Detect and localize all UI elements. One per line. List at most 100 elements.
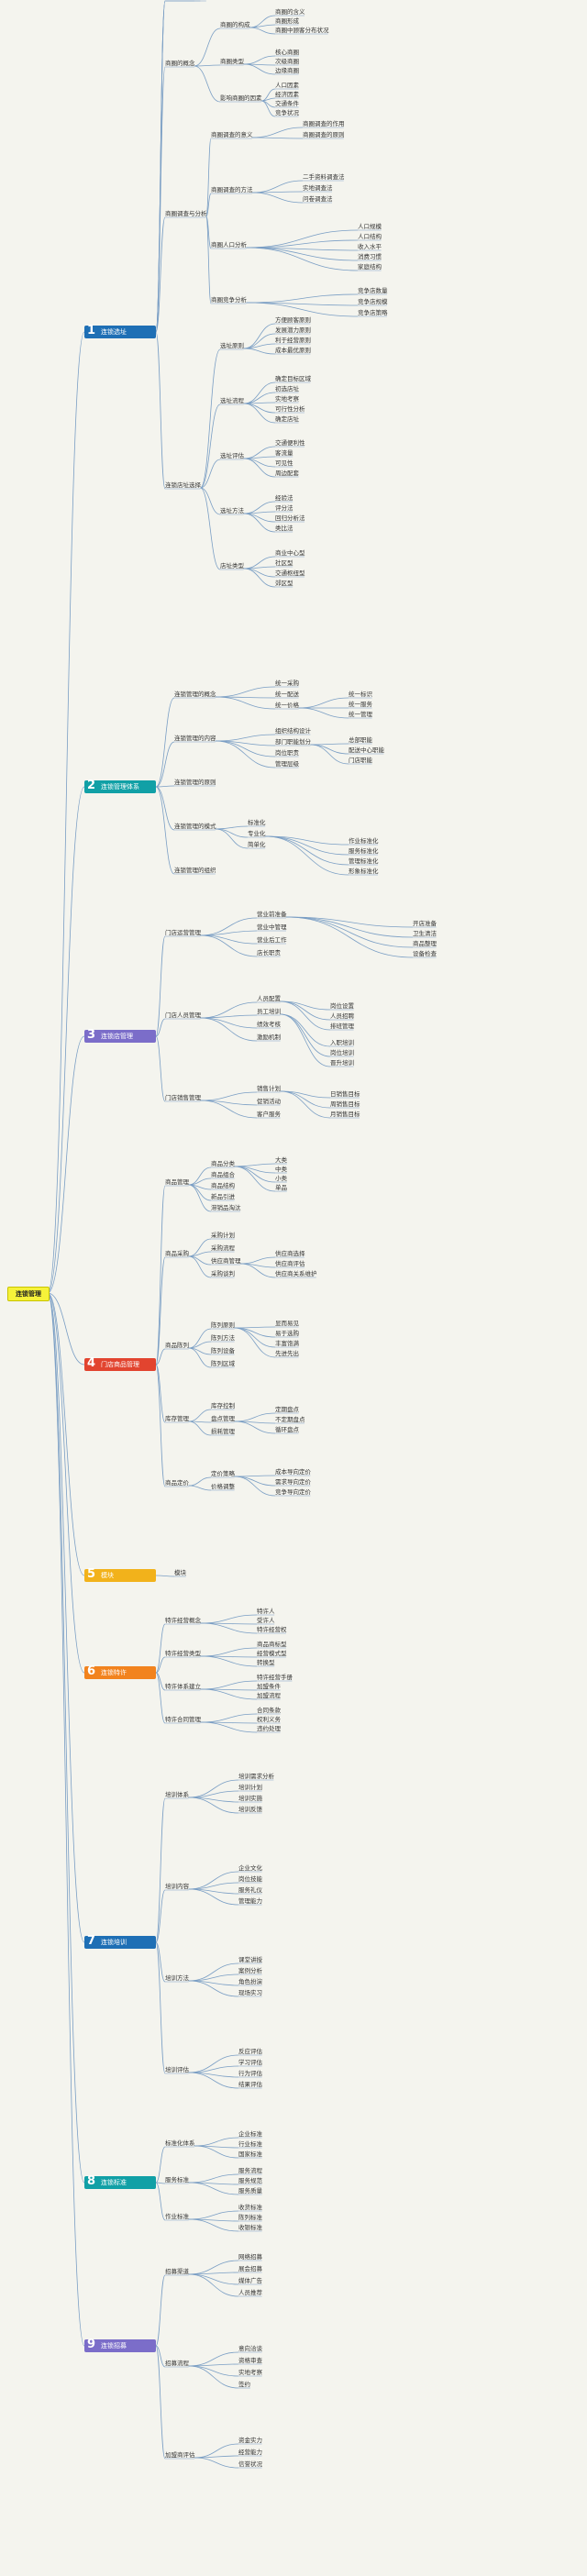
topic-node[interactable]: 陈列区域 bbox=[211, 1360, 235, 1367]
level2-node[interactable]: 连锁管理的组织 bbox=[174, 867, 216, 874]
leaf-node[interactable]: 确定店址 bbox=[275, 415, 299, 423]
level2-node[interactable]: 门店人员管理 bbox=[165, 1012, 201, 1019]
topic-node[interactable]: 陈列设备 bbox=[211, 1347, 235, 1354]
level2-node[interactable]: 连锁店址选择 bbox=[165, 481, 201, 489]
topic-node[interactable]: 采购谈判 bbox=[211, 1270, 235, 1277]
level2-node[interactable]: 招募渠道 bbox=[165, 2268, 189, 2275]
level2-node[interactable]: 培训方法 bbox=[165, 1974, 189, 1982]
topic-node[interactable]: 激励机制 bbox=[257, 1034, 281, 1041]
leaf-node[interactable]: 社区型 bbox=[275, 559, 294, 567]
leaf-node[interactable]: 管理能力 bbox=[238, 1897, 262, 1905]
leaf-node[interactable]: 服务流程 bbox=[238, 2167, 262, 2174]
topic-node[interactable]: 新品引进 bbox=[211, 1193, 235, 1200]
leaf-node[interactable]: 培训实施 bbox=[238, 1795, 262, 1802]
topic-node[interactable]: 商品分类 bbox=[211, 1160, 235, 1167]
leaf-node[interactable]: 特许经营手册 bbox=[257, 1674, 293, 1681]
topic-node[interactable]: 营业中管理 bbox=[257, 923, 287, 931]
leaf-node[interactable]: 晋升培训 bbox=[330, 1059, 354, 1067]
leaf-node[interactable]: 人口因素 bbox=[275, 82, 299, 89]
topic-node[interactable]: 供应商管理 bbox=[211, 1257, 241, 1265]
leaf-node[interactable]: 加盟条件 bbox=[257, 1683, 281, 1690]
leaf-node[interactable]: 供应商选择 bbox=[275, 1250, 305, 1257]
leaf-node[interactable]: 资金实力 bbox=[238, 2437, 262, 2444]
leaf-node[interactable]: 可行性分析 bbox=[275, 405, 305, 413]
leaf-node[interactable]: 先进先出 bbox=[275, 1350, 299, 1357]
leaf-node[interactable]: 需求导向定价 bbox=[275, 1478, 311, 1486]
topic-node[interactable]: 店长职责 bbox=[257, 949, 281, 956]
leaf-node[interactable]: 岗位设置 bbox=[330, 1002, 354, 1010]
leaf-node[interactable]: 丰富饱满 bbox=[275, 1340, 299, 1347]
leaf-node[interactable]: 企业标准 bbox=[238, 2130, 262, 2138]
topic-node[interactable]: 影响商圈的因素 bbox=[220, 94, 262, 102]
leaf-node[interactable]: 服务礼仪 bbox=[238, 1886, 262, 1894]
leaf-node[interactable]: 竞争店规模 bbox=[358, 298, 388, 305]
leaf-node[interactable]: 经营能力 bbox=[238, 2449, 262, 2456]
level2-node[interactable]: 连锁管理的原则 bbox=[174, 779, 216, 786]
leaf-node[interactable]: 可见性 bbox=[275, 459, 294, 467]
leaf-node[interactable]: 培训计划 bbox=[238, 1784, 262, 1791]
leaf-node[interactable]: 管理标准化 bbox=[349, 857, 379, 865]
leaf-node[interactable]: 实地调查法 bbox=[303, 184, 333, 192]
level2-node[interactable]: 特许合同管理 bbox=[165, 1716, 201, 1723]
topic-node[interactable]: 盘点管理 bbox=[211, 1415, 235, 1422]
leaf-node[interactable]: 统一标识 bbox=[349, 691, 372, 698]
leaf-node[interactable]: 实地考察 bbox=[238, 2369, 262, 2376]
leaf-node[interactable]: 服务规范 bbox=[238, 2177, 262, 2184]
leaf-node[interactable]: 交通便利性 bbox=[275, 439, 305, 447]
topic-node[interactable]: 陈列方法 bbox=[211, 1334, 235, 1342]
leaf-node[interactable]: 中类 bbox=[275, 1166, 287, 1173]
leaf-node[interactable]: 设备检查 bbox=[413, 950, 437, 957]
topic-node[interactable]: 组织结构设计 bbox=[275, 727, 311, 735]
level2-node[interactable]: 标准化体系 bbox=[165, 2139, 195, 2147]
leaf-node[interactable]: 意向洽谈 bbox=[238, 2345, 262, 2352]
root-node[interactable]: 连锁管理 bbox=[7, 1287, 50, 1301]
leaf-node[interactable]: 商业中心型 bbox=[275, 549, 305, 557]
leaf-node[interactable]: 竞争状况 bbox=[275, 109, 299, 116]
level2-node[interactable]: 培训评估 bbox=[165, 2066, 189, 2073]
leaf-node[interactable]: 成本导向定价 bbox=[275, 1468, 311, 1476]
note-node[interactable]: 模块 bbox=[174, 1569, 186, 1576]
leaf-node[interactable]: 岗位培训 bbox=[330, 1049, 354, 1056]
leaf-node[interactable]: 作业标准化 bbox=[349, 837, 379, 845]
leaf-node[interactable]: 收银标准 bbox=[238, 2224, 262, 2231]
leaf-node[interactable]: 特许人 bbox=[257, 1608, 275, 1615]
leaf-node[interactable]: 案例分析 bbox=[238, 1967, 262, 1974]
leaf-node[interactable]: 类比法 bbox=[275, 525, 294, 532]
leaf-node[interactable]: 发展潜力原则 bbox=[275, 326, 311, 334]
leaf-node[interactable]: 媒体广告 bbox=[238, 2277, 262, 2284]
topic-node[interactable]: 采购流程 bbox=[211, 1244, 235, 1252]
level2-node[interactable]: 招募流程 bbox=[165, 2360, 189, 2367]
leaf-node[interactable]: 商圈形成 bbox=[275, 17, 299, 25]
leaf-node[interactable]: 门店职能 bbox=[349, 757, 372, 764]
level2-node[interactable]: 作业标准 bbox=[165, 2213, 189, 2220]
leaf-node[interactable]: 培训反馈 bbox=[238, 1806, 262, 1813]
leaf-node[interactable]: 经验法 bbox=[275, 494, 294, 502]
leaf-node[interactable]: 结果评估 bbox=[238, 2081, 262, 2088]
topic-node[interactable]: 陈列原则 bbox=[211, 1321, 235, 1329]
topic-node[interactable]: 统一价格 bbox=[275, 702, 299, 709]
leaf-node[interactable]: 易于选购 bbox=[275, 1330, 299, 1337]
level2-node[interactable]: 特许经营概念 bbox=[165, 1617, 201, 1624]
leaf-node[interactable]: 初选店址 bbox=[275, 385, 299, 392]
topic-node[interactable]: 选址方法 bbox=[220, 507, 244, 514]
level2-node[interactable]: 门店运营管理 bbox=[165, 929, 201, 936]
topic-node[interactable]: 选址流程 bbox=[220, 397, 244, 404]
leaf-node[interactable]: 行为评估 bbox=[238, 2070, 262, 2077]
level2-node[interactable]: 加盟商评估 bbox=[165, 2451, 195, 2459]
leaf-node[interactable]: 人口规模 bbox=[358, 223, 382, 230]
leaf-node[interactable]: 问卷调查法 bbox=[303, 195, 333, 203]
level2-node[interactable]: 商圈调查与分析 bbox=[165, 210, 207, 217]
topic-node[interactable]: 商品结构 bbox=[211, 1182, 235, 1189]
leaf-node[interactable]: 交通条件 bbox=[275, 100, 299, 107]
leaf-node[interactable]: 边缘商圈 bbox=[275, 67, 299, 74]
leaf-node[interactable]: 方便顾客原则 bbox=[275, 316, 311, 324]
leaf-node[interactable]: 服务质量 bbox=[238, 2187, 262, 2195]
level2-node[interactable]: 连锁管理的内容 bbox=[174, 735, 216, 742]
topic-node[interactable]: 店址类型 bbox=[220, 562, 244, 569]
leaf-node[interactable]: 现场实习 bbox=[238, 1989, 262, 1996]
leaf-node[interactable]: 排班管理 bbox=[330, 1023, 354, 1030]
leaf-node[interactable]: 资格审查 bbox=[238, 2357, 262, 2364]
